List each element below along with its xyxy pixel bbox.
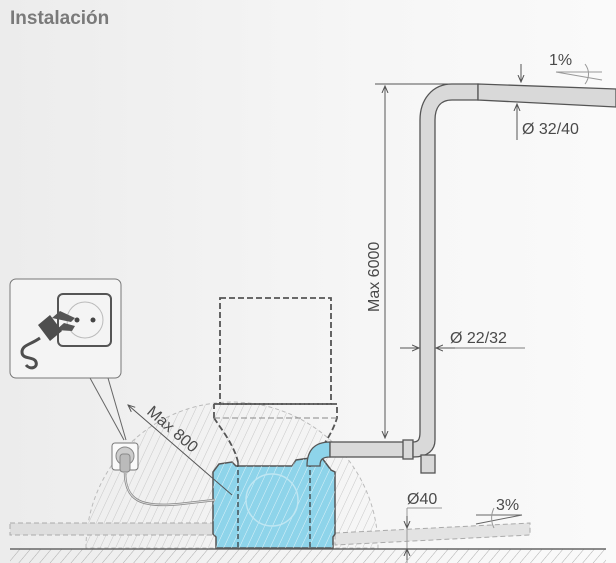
outlet-diameter-label: Ø 22/32 — [450, 330, 507, 347]
outlet-diameter-dimension: Ø 22/32 — [400, 330, 525, 348]
drain-slope-label: 3% — [496, 497, 519, 514]
plug-callout — [10, 279, 126, 440]
height-dimension: Max 6000 — [366, 84, 450, 438]
top-pipe-diameter-label: Ø 32/40 — [522, 121, 579, 138]
top-slope-label: 1% — [549, 52, 572, 69]
max-height-label: Max 6000 — [366, 242, 383, 312]
floor — [10, 549, 606, 563]
drain-diameter-label: Ø40 — [407, 491, 437, 508]
